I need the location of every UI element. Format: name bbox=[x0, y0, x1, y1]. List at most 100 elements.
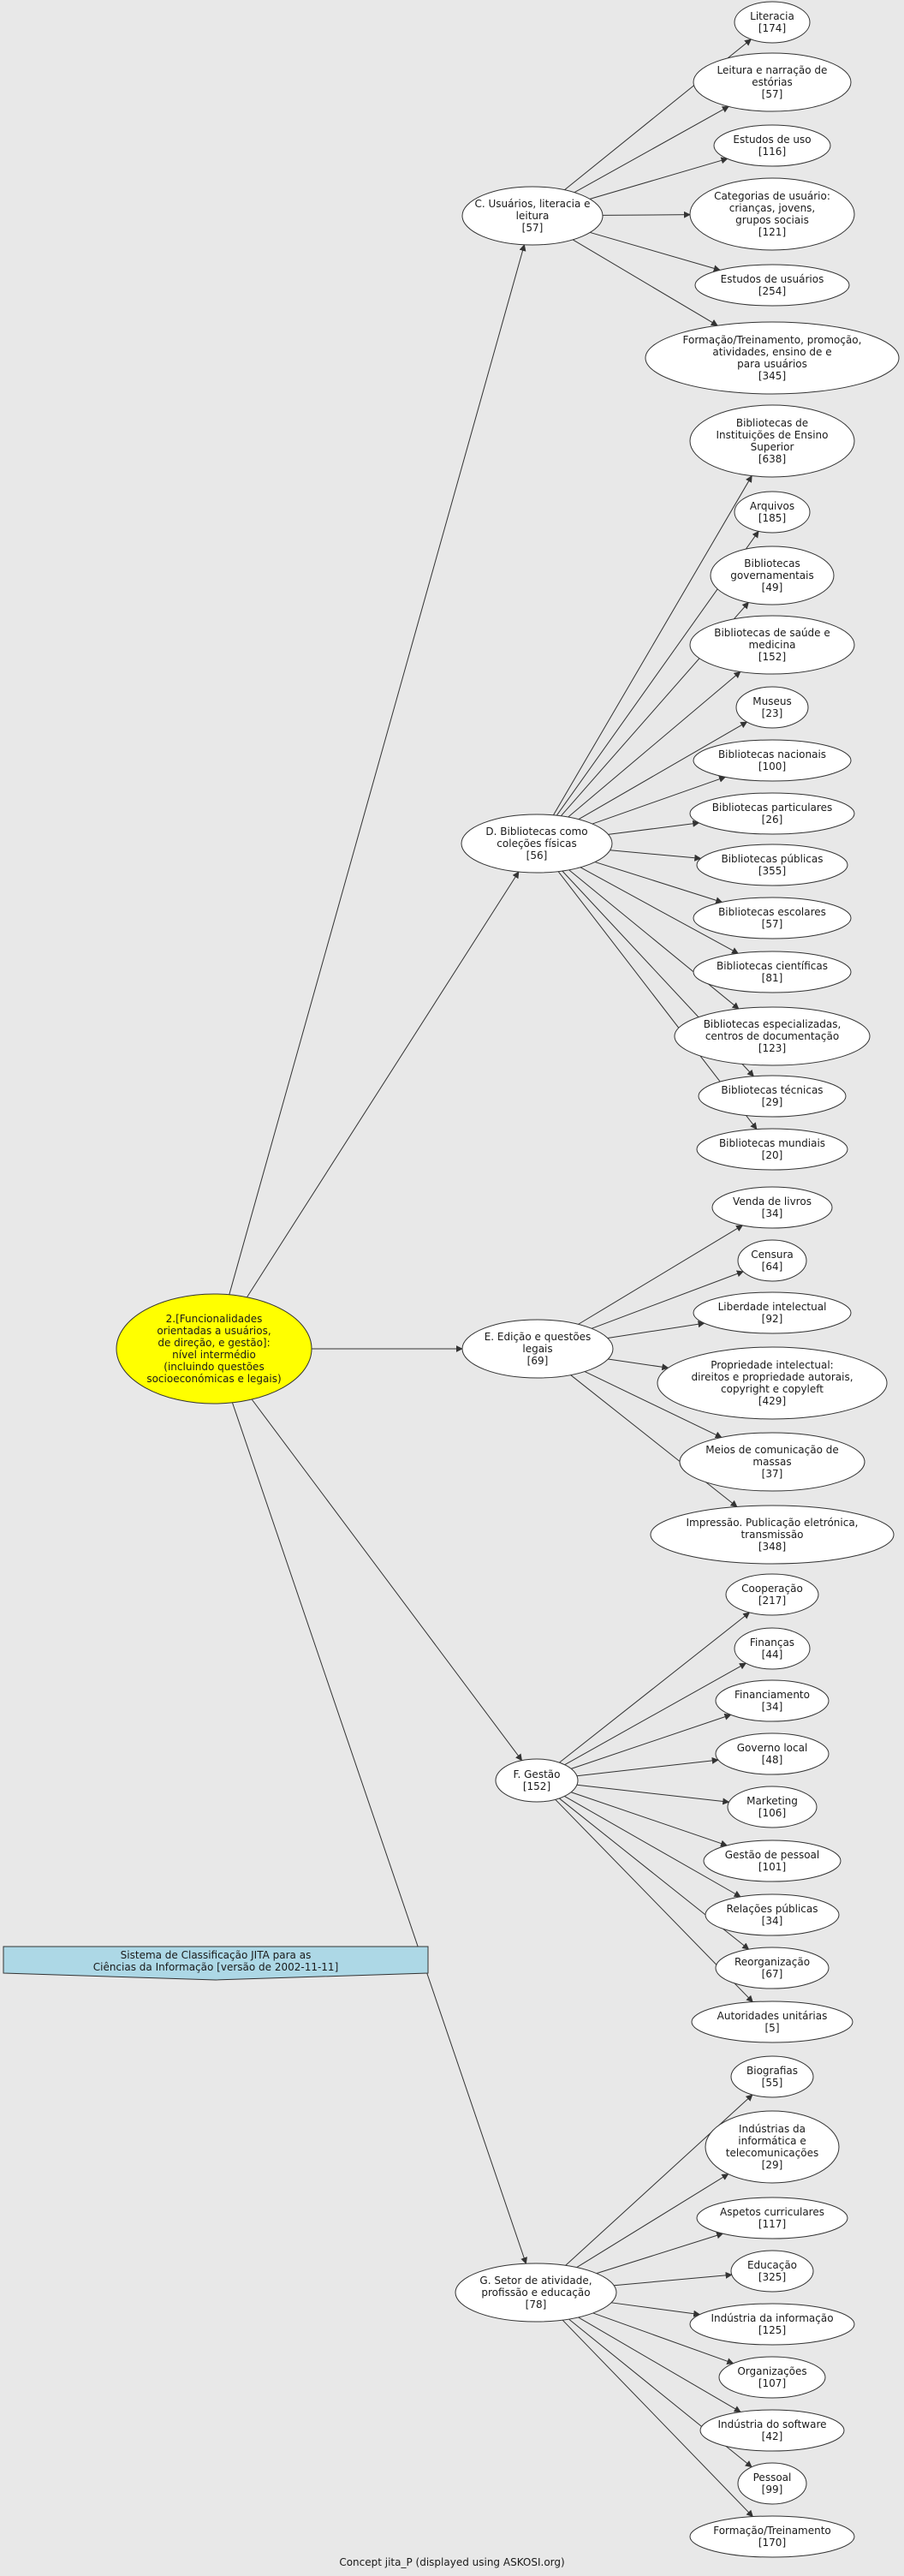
legend-shape bbox=[3, 1946, 429, 1981]
child-node-c-2-shape bbox=[713, 124, 831, 167]
child-node-f-2: Financiamento[34] bbox=[715, 1679, 830, 1722]
child-node-d-12-label: Bibliotecas mundiais[20] bbox=[719, 1137, 825, 1161]
edge-group-d-to-child-0 bbox=[552, 474, 752, 816]
child-node-f-4-shape bbox=[727, 1786, 818, 1828]
edge-group-g-to-child-1 bbox=[576, 2174, 729, 2269]
edge-group-d-to-child-10 bbox=[568, 869, 740, 1010]
edge-group-f-to-child-1 bbox=[564, 1662, 746, 1766]
child-node-c-1-shape bbox=[693, 52, 852, 112]
child-node-f-4: Marketing[106] bbox=[727, 1786, 818, 1828]
child-node-d-5-shape bbox=[693, 739, 852, 782]
child-node-c-0-shape bbox=[734, 1, 811, 44]
child-node-g-4-label: Indústria da informação[125] bbox=[711, 2312, 833, 2336]
child-node-e-2-shape bbox=[693, 1291, 852, 1334]
edge-group-d-to-child-4 bbox=[578, 721, 748, 820]
edge-group-d-to-child-5 bbox=[592, 775, 727, 825]
edge-group-e-to-child-1 bbox=[591, 1270, 744, 1329]
child-node-f-6: Relações públicas[34] bbox=[705, 1893, 840, 1936]
child-node-g-8-shape bbox=[689, 2515, 855, 2558]
child-node-f-3-shape bbox=[715, 1732, 830, 1775]
group-node-f-label: F. Gestão[152] bbox=[514, 1768, 561, 1792]
edge-root-to-group-g bbox=[231, 1402, 527, 2265]
group-node-e-shape bbox=[461, 1319, 614, 1379]
child-node-f-7-shape bbox=[715, 1947, 830, 1989]
edge-root-to-group-c bbox=[229, 244, 526, 1295]
child-node-g-6: Indústria do software[42] bbox=[699, 2409, 845, 2452]
child-node-e-5-shape bbox=[650, 1505, 895, 1565]
child-node-e-3-label: Propriedade intelectual:direitos e propr… bbox=[691, 1359, 853, 1407]
group-node-g: G. Setor de atividade,profissão e educaç… bbox=[455, 2263, 617, 2323]
edge-group-g-to-child-4 bbox=[611, 2302, 701, 2317]
footer-caption: Concept jita_P (displayed using ASKOSI.o… bbox=[339, 2556, 564, 2568]
group-node-c-shape bbox=[461, 186, 604, 246]
child-node-d-4-label: Museus[23] bbox=[752, 695, 791, 719]
edge-group-e-to-child-4 bbox=[584, 1371, 723, 1439]
child-node-e-5-label: Impressão. Publicação eletrónica,transmi… bbox=[686, 1517, 858, 1553]
child-node-e-5: Impressão. Publicação eletrónica,transmi… bbox=[650, 1505, 895, 1565]
group-node-f: F. Gestão[152] bbox=[495, 1758, 579, 1803]
child-node-c-3-label: Categorias de usuário:crianças, jovens,g… bbox=[714, 190, 830, 238]
child-node-c-4: Estudos de usuários[254] bbox=[694, 264, 850, 307]
edge-group-d-to-child-8 bbox=[594, 862, 723, 904]
child-node-c-0: Literacia[174] bbox=[734, 1, 811, 44]
child-node-d-4: Museus[23] bbox=[735, 686, 809, 729]
edge-group-g-to-child-8 bbox=[562, 2319, 753, 2518]
child-node-g-3: Educação[325] bbox=[730, 2250, 814, 2293]
edge-group-e-to-child-2 bbox=[607, 1321, 705, 1339]
child-node-e-3: Propriedade intelectual:direitos e propr… bbox=[657, 1346, 888, 1420]
child-node-f-8: Autoridades unitárias[5] bbox=[691, 2001, 853, 2043]
edge-group-e-to-child-0 bbox=[578, 1225, 744, 1325]
child-node-d-1-label: Arquivos[185] bbox=[750, 500, 794, 524]
child-node-f-0-label: Cooperação[217] bbox=[741, 1583, 803, 1607]
child-node-f-5: Gestão de pessoal[101] bbox=[703, 1840, 842, 1882]
child-node-d-5: Bibliotecas nacionais[100] bbox=[693, 739, 852, 782]
child-node-e-1-shape bbox=[737, 1239, 807, 1282]
child-node-g-7-label: Pessoal[99] bbox=[753, 2472, 792, 2496]
child-node-d-7-shape bbox=[696, 844, 848, 886]
edge-group-f-to-child-2 bbox=[571, 1713, 732, 1769]
child-node-f-6-label: Relações públicas[34] bbox=[727, 1903, 818, 1927]
child-node-g-2: Aspetos curriculares[117] bbox=[696, 2197, 848, 2239]
child-node-f-3: Governo local[48] bbox=[715, 1732, 830, 1775]
child-node-g-8-label: Formação/Treinamento[170] bbox=[713, 2525, 831, 2549]
child-node-d-1: Arquivos[185] bbox=[734, 491, 811, 534]
child-node-f-3-label: Governo local[48] bbox=[737, 1742, 808, 1766]
edge-group-f-to-child-6 bbox=[564, 1796, 741, 1898]
child-node-f-8-label: Autoridades unitárias[5] bbox=[717, 2010, 828, 2034]
child-node-d-10: Bibliotecas especializadas,centros de do… bbox=[674, 1006, 871, 1066]
child-node-f-1-shape bbox=[734, 1627, 811, 1670]
child-node-c-3-shape bbox=[689, 177, 855, 251]
child-node-g-2-shape bbox=[696, 2197, 848, 2239]
child-node-d-10-shape bbox=[674, 1006, 871, 1066]
child-node-d-8-label: Bibliotecas escolares[57] bbox=[718, 906, 826, 930]
child-node-e-1: Censura[64] bbox=[737, 1239, 807, 1282]
child-node-f-6-shape bbox=[705, 1893, 840, 1936]
edge-group-c-to-child-4 bbox=[590, 231, 721, 272]
child-node-d-0-shape bbox=[689, 404, 855, 478]
child-node-d-7: Bibliotecas públicas[355] bbox=[696, 844, 848, 886]
child-node-c-5: Formação/Treinamento, promoção,atividade… bbox=[645, 321, 900, 395]
child-node-f-7: Reorganização[67] bbox=[715, 1947, 830, 1989]
child-node-e-2-label: Liberdade intelectual[92] bbox=[718, 1301, 827, 1325]
edge-group-f-to-child-3 bbox=[576, 1756, 719, 1777]
child-node-e-0-label: Venda de livros[34] bbox=[733, 1196, 812, 1219]
child-node-d-11-label: Bibliotecas técnicas[29] bbox=[721, 1084, 823, 1108]
child-node-g-4: Indústria da informação[125] bbox=[689, 2303, 855, 2346]
child-node-g-0-shape bbox=[730, 2055, 814, 2098]
child-node-e-3-shape bbox=[657, 1346, 888, 1420]
child-node-c-3: Categorias de usuário:crianças, jovens,g… bbox=[689, 177, 855, 251]
edge-group-f-to-child-0 bbox=[559, 1612, 751, 1763]
child-node-d-6-label: Bibliotecas particulares[26] bbox=[712, 802, 832, 826]
